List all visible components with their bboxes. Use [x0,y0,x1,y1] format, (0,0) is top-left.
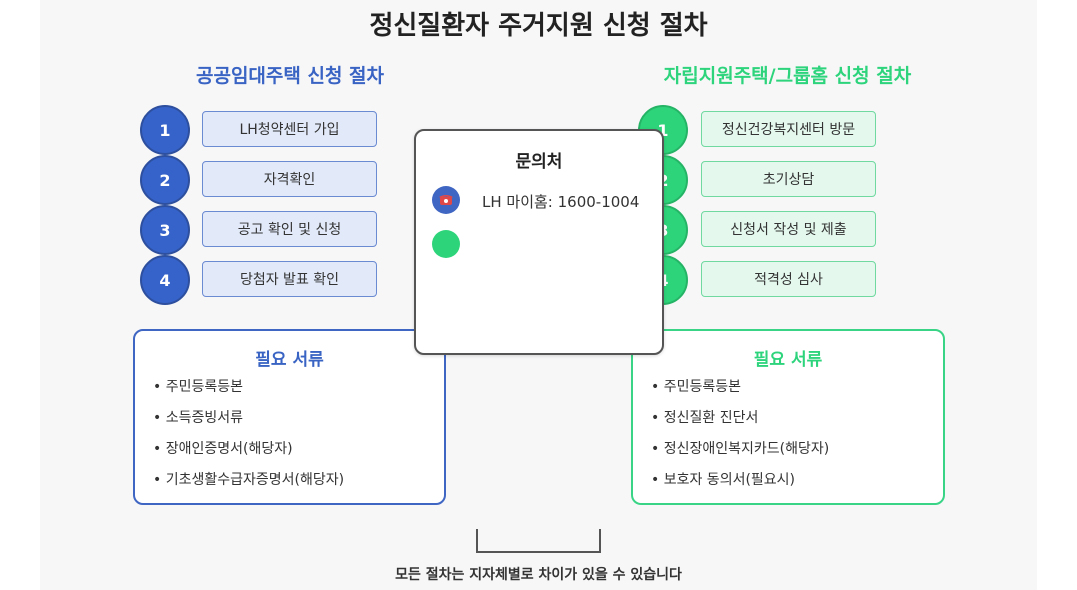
list-item: 정신질환 진단서 [651,408,829,439]
public-step-box: 공고 확인 및 신청 [202,211,377,247]
independent-step-box: 정신건강복지센터 방문 [701,111,876,147]
list-item: 장애인증명서(해당자) [153,439,344,470]
list-item: 기초생활수급자증명서(해당자) [153,470,344,501]
independent-step-box: 신청서 작성 및 제출 [701,211,876,247]
public-step-box: 자격확인 [202,161,377,197]
contact-phone-text: LH 마이홈: 1600-1004 [482,193,640,211]
list-item: 보호자 동의서(필요시) [651,470,829,501]
public-step-box: 당첨자 발표 확인 [202,261,377,297]
list-item: 소득증빙서류 [153,408,344,439]
page-title: 정신질환자 주거지원 신청 절차 [369,11,708,41]
step-number-circle: 4 [140,255,190,305]
public-step-box: LH청약센터 가입 [202,111,377,147]
docs-list: 주민등록등본 정신질환 진단서 정신장애인복지카드(해당자) 보호자 동의서(필… [651,377,829,501]
docs-title: 필요 서류 [753,350,823,370]
independent-docs-box: 필요 서류 주민등록등본 정신질환 진단서 정신장애인복지카드(해당자) 보호자… [631,329,945,505]
independent-step-box: 초기상담 [701,161,876,197]
step-number-circle: 2 [140,155,190,205]
list-item: 정신장애인복지카드(해당자) [651,439,829,470]
phone-icon [432,186,460,214]
list-item: 주민등록등본 [153,377,344,408]
public-housing-title: 공공임대주택 신청 절차 [195,65,385,87]
footnote: 모든 절차는 지자체별로 차이가 있을 수 있습니다 [395,567,682,583]
docs-list: 주민등록등본 소득증빙서류 장애인증명서(해당자) 기초생활수급자증명서(해당자… [153,377,344,501]
public-docs-box: 필요 서류 주민등록등본 소득증빙서류 장애인증명서(해당자) 기초생활수급자증… [133,329,446,505]
contact-title: 문의처 [515,152,563,172]
bracket-connector [476,529,601,553]
step-number-circle: 1 [140,105,190,155]
independent-step-box: 적격성 심사 [701,261,876,297]
status-dot-icon [432,230,460,258]
contact-card: 문의처 LH 마이홈: 1600-1004 [414,129,664,355]
independent-housing-title: 자립지원주택/그룹홈 신청 절차 [663,65,912,87]
docs-title: 필요 서류 [255,350,324,370]
step-number-circle: 3 [140,205,190,255]
list-item: 주민등록등본 [651,377,829,408]
